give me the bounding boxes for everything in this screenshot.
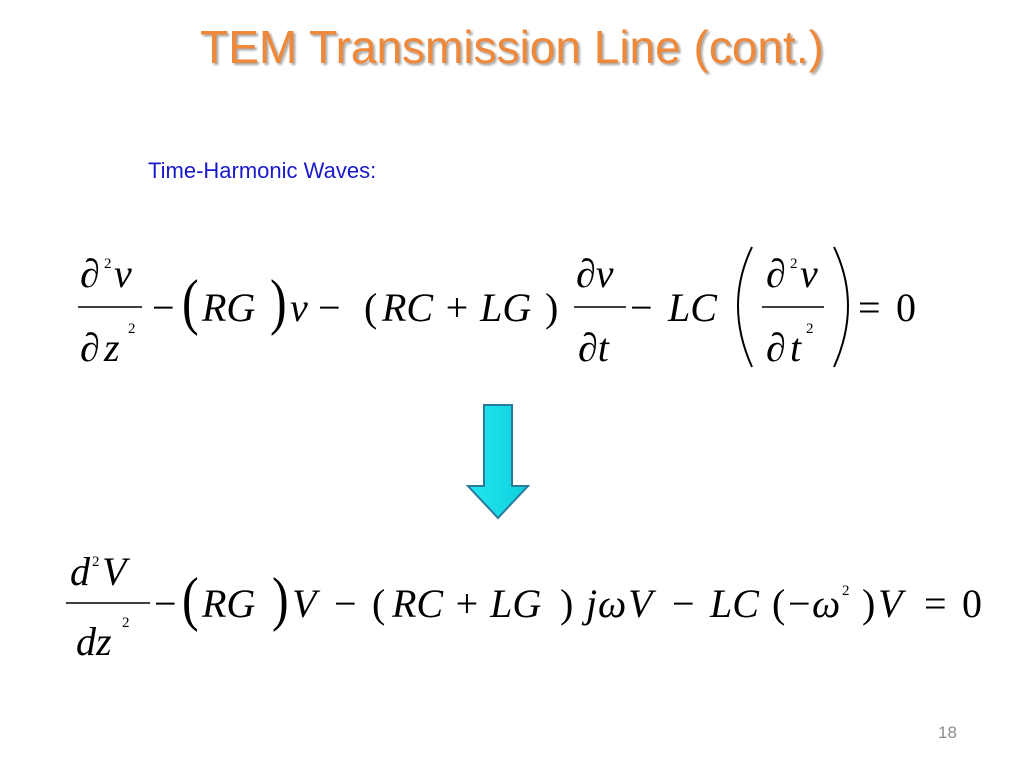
frac3-den-var: t — [790, 325, 802, 370]
slide-title: TEM Transmission Line (cont.) — [200, 21, 824, 73]
zero: 0 — [962, 581, 982, 626]
frac3-num-partial: ∂ — [766, 251, 786, 296]
minus-sign: − — [334, 581, 357, 626]
frac3-num-sup: 2 — [790, 256, 798, 272]
minus-sign: − — [152, 285, 175, 330]
frac-num-sup: 2 — [92, 554, 100, 570]
big-right-paren: ) — [272, 566, 289, 632]
frac3-den-partial: ∂ — [766, 325, 786, 370]
frac3-den-sup: 2 — [806, 321, 814, 337]
frac1-den-sup: 2 — [128, 321, 136, 337]
left-paren: ( — [364, 285, 377, 330]
frac1-den-var: z — [103, 325, 120, 370]
v-term: V — [628, 581, 657, 626]
left-paren: ( — [372, 581, 385, 626]
frac-num-var: V — [102, 549, 131, 594]
rg-term: RG — [201, 581, 255, 626]
rc-lg-group: RC + LG — [391, 581, 541, 626]
big-left-paren: ( — [182, 566, 199, 632]
minus-sign: − — [788, 581, 811, 626]
left-paren: ( — [772, 581, 785, 626]
minus-sign: − — [672, 581, 695, 626]
lc-term: LC — [667, 285, 718, 330]
rc-lg-group: RC + LG — [381, 285, 531, 330]
phasor-equation: d 2 V dz 2 − ( RG ) V − ( RC + LG ) j ω … — [66, 549, 982, 664]
equals-sign: = — [924, 581, 947, 626]
right-paren: ) — [862, 581, 875, 626]
minus-sign: − — [154, 581, 177, 626]
time-domain-equation: ∂ 2 v ∂ z 2 − ( RG ) v − ( RC + LG ) ∂v … — [78, 246, 916, 370]
equals-sign: = — [858, 285, 881, 330]
v-term: v — [290, 285, 308, 330]
right-paren: ) — [560, 581, 573, 626]
omega-term: ω — [598, 581, 626, 626]
frac1-num-var: v — [114, 251, 132, 296]
omega-term: ω — [812, 581, 840, 626]
section-subtitle: Time-Harmonic Waves: — [148, 158, 377, 183]
frac1-den-partial: ∂ — [80, 325, 100, 370]
frac-den-var: dz — [76, 619, 112, 664]
rg-term: RG — [201, 285, 255, 330]
minus-sign: − — [630, 285, 653, 330]
frac-den-sup: 2 — [122, 615, 130, 631]
frac3-num-var: v — [800, 251, 818, 296]
omega-sup: 2 — [842, 583, 850, 599]
down-arrow-icon — [466, 404, 530, 520]
lc-term: LC — [709, 581, 760, 626]
frac2-num: ∂v — [576, 251, 614, 296]
big-left-paren: ( — [182, 268, 199, 336]
minus-sign: − — [318, 285, 341, 330]
j-term: j — [581, 581, 597, 626]
tall-right-paren — [833, 246, 849, 368]
zero: 0 — [896, 285, 916, 330]
right-paren: ) — [545, 285, 558, 330]
frac-num-d: d — [70, 549, 91, 594]
v-term: V — [292, 581, 321, 626]
frac2-den: ∂t — [578, 325, 610, 370]
big-right-paren: ) — [270, 268, 287, 336]
frac1-num-sup: 2 — [104, 256, 112, 272]
tall-left-paren — [737, 246, 753, 368]
frac1-num-partial: ∂ — [80, 251, 100, 296]
v-term: V — [878, 581, 907, 626]
page-number: 18 — [938, 723, 957, 742]
